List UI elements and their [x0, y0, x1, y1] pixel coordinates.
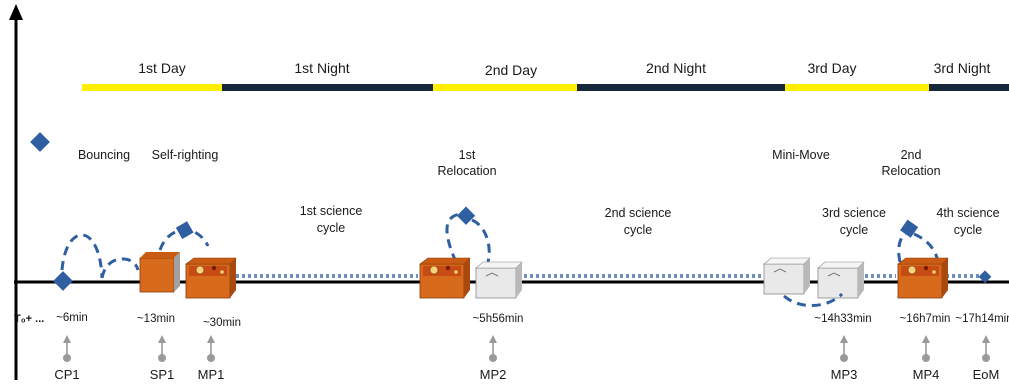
- milestone-label-cp1: CP1: [54, 367, 79, 382]
- milestone-dot-cp1: [63, 354, 71, 362]
- event-label-self-righting: Self-righting: [152, 148, 219, 162]
- lander-mascot-before-mini-move: [763, 257, 811, 295]
- relocation-1-lander-icon: [456, 206, 476, 225]
- event-label-bouncing: Bouncing: [78, 148, 130, 162]
- milestone-arrowhead-mp3: [840, 335, 848, 343]
- milestone-label-mp4: MP4: [913, 367, 940, 382]
- science-cycle-3-label: cycle: [840, 223, 869, 237]
- lander-mascot-mp3: [817, 261, 865, 299]
- mini-move-trajectory: [783, 292, 844, 308]
- science-cycle-3-label: 3rd science: [822, 206, 886, 220]
- phase-bar-2nd-day: [433, 84, 577, 91]
- time-label-mp2: ~5h56min: [473, 313, 524, 325]
- lander-mascot-mp1: [185, 257, 237, 299]
- event-label-2nd-relocation: 2nd: [901, 148, 922, 162]
- event-label-1st-relocation: Relocation: [437, 164, 496, 178]
- relocation-1-trajectory: [471, 218, 491, 263]
- phase-label-3rd-day: 3rd Day: [807, 60, 856, 76]
- time-origin-label: T₀+ ...: [14, 313, 44, 325]
- milestone-arrowhead-eom: [982, 335, 990, 343]
- vertical-axis-arrowhead: [9, 4, 23, 20]
- milestone-dot-mp2: [489, 354, 497, 362]
- phase-bar-1st-day: [82, 84, 222, 91]
- time-label-mp1: ~30min: [203, 317, 241, 329]
- event-label-mini-move: Mini-Move: [772, 148, 830, 162]
- phase-label-3rd-night: 3rd Night: [934, 60, 991, 76]
- lander-mascot-mp2: [475, 261, 523, 299]
- milestone-dot-mp1: [207, 354, 215, 362]
- milestone-arrowhead-mp2: [489, 335, 497, 343]
- time-label-eom: ~17h14min: [955, 313, 1009, 325]
- lander-mascot-before-relocation-1: [419, 257, 471, 299]
- milestone-markers: [63, 335, 990, 362]
- bouncing-trajectory: [60, 233, 140, 279]
- lander-touchdown-icon: [53, 271, 73, 291]
- science-cycle-2-label: cycle: [624, 223, 653, 237]
- science-cycle-2-label: 2nd science: [605, 206, 672, 220]
- science-cycle-1-label: 1st science: [300, 204, 363, 218]
- milestone-arrowhead-mp1: [207, 335, 215, 343]
- milestone-label-mp3: MP3: [831, 367, 858, 382]
- phase-label-2nd-night: 2nd Night: [646, 60, 706, 76]
- science-cycle-4-label: cycle: [954, 223, 983, 237]
- phase-label-2nd-day: 2nd Day: [485, 62, 537, 78]
- phase-bar-3rd-night: [929, 84, 1009, 91]
- milestone-label-eom: EoM: [973, 367, 1000, 382]
- milestone-dot-mp3: [840, 354, 848, 362]
- milestone-label-sp1: SP1: [150, 367, 175, 382]
- day-night-band: 1st Day 1st Night 2nd Day 2nd Night 3rd …: [82, 60, 1009, 91]
- time-label-cp1: ~6min: [56, 312, 88, 324]
- event-label-2nd-relocation: Relocation: [881, 164, 940, 178]
- self-righting-lander-icon: [175, 221, 194, 240]
- milestone-dot-sp1: [158, 354, 166, 362]
- phase-bar-3rd-day: [785, 84, 929, 91]
- time-label-sp1: ~13min: [137, 313, 175, 325]
- phase-label-1st-night: 1st Night: [294, 60, 349, 76]
- event-label-1st-relocation: 1st: [459, 148, 476, 162]
- time-label-mp3: ~14h33min: [814, 313, 871, 325]
- milestone-dot-eom: [982, 354, 990, 362]
- relocation-2-lander-icon: [900, 219, 919, 238]
- relocation-2-trajectory: [897, 230, 909, 263]
- milestone-label-mp2: MP2: [480, 367, 507, 382]
- self-righting-lander: [139, 252, 180, 293]
- milestone-label-mp1: MP1: [198, 367, 225, 382]
- phase-bar-2nd-night: [577, 84, 785, 91]
- milestone-arrowhead-cp1: [63, 335, 71, 343]
- milestone-arrowhead-sp1: [158, 335, 166, 343]
- lander-descent-icon: [30, 132, 50, 152]
- milestone-dot-mp4: [922, 354, 930, 362]
- lander-mascot-mp4: [897, 257, 949, 299]
- phase-bar-1st-night: [222, 84, 433, 91]
- time-label-mp4: ~16h7min: [900, 313, 951, 325]
- science-cycle-1-label: cycle: [317, 221, 346, 235]
- milestone-arrowhead-mp4: [922, 335, 930, 343]
- science-cycle-4-label: 4th science: [936, 206, 999, 220]
- phase-label-1st-day: 1st Day: [138, 60, 185, 76]
